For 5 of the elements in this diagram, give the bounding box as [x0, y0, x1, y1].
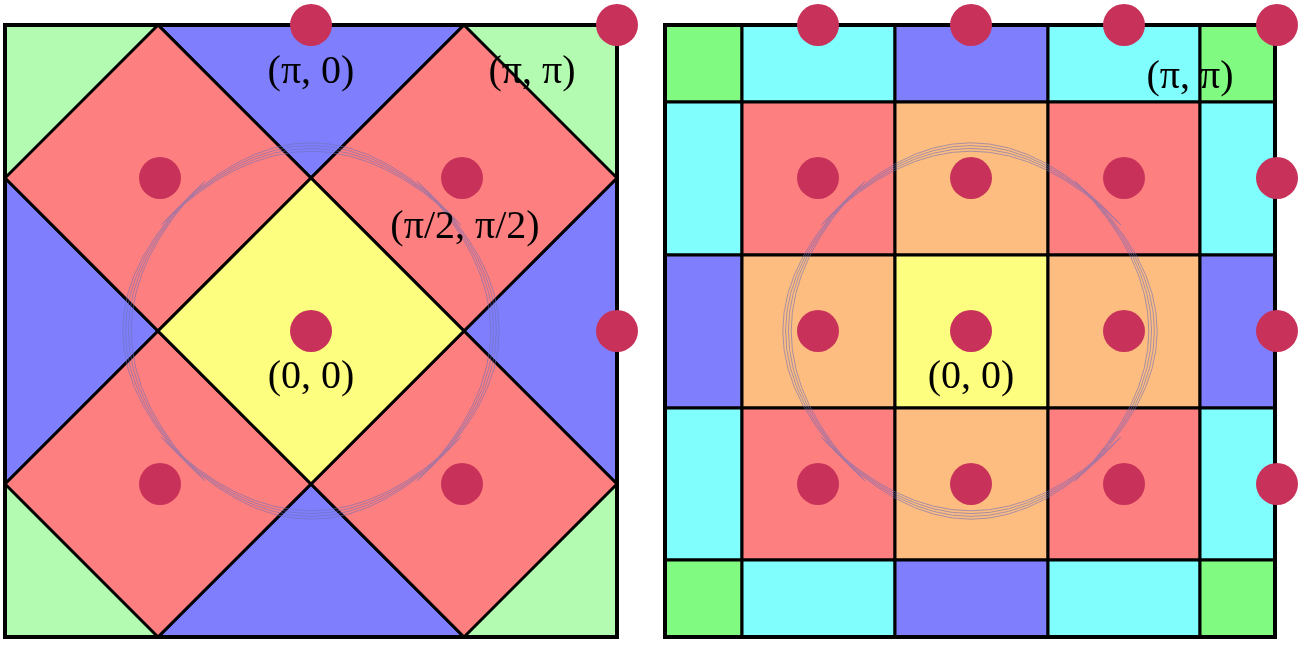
coordinate-label: (π, 0)	[267, 50, 355, 90]
coordinate-label: (0, 0)	[267, 355, 355, 395]
coordinate-label: (0, 0)	[927, 355, 1015, 395]
coordinate-label: (π, π)	[1146, 55, 1234, 95]
coordinate-label: (π/2, π/2)	[390, 205, 540, 245]
